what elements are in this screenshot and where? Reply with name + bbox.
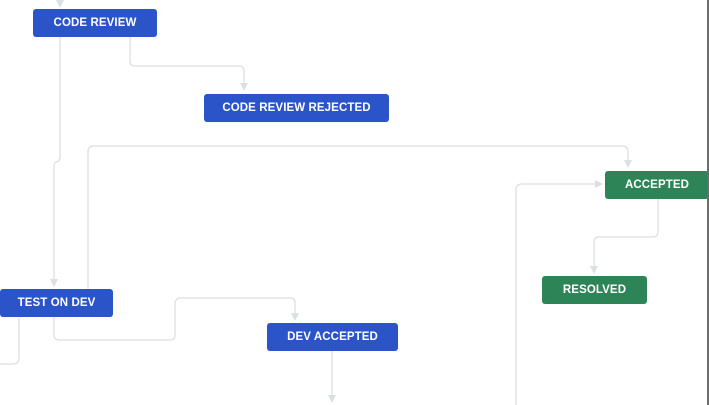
status-label: RESOLVED [562, 284, 627, 296]
status-label: ACCEPTED [624, 179, 690, 191]
connector-accepted-to-resolved [590, 199, 659, 274]
connector-code-review-to-rejected [129, 37, 248, 91]
status-label: DEV ACCEPTED [287, 331, 378, 343]
connector-test-on-dev-to-dev-accepted [53, 297, 299, 341]
status-accepted[interactable]: ACCEPTED [605, 171, 709, 199]
status-resolved[interactable]: RESOLVED [542, 276, 647, 304]
connector-offscreen-left [0, 318, 20, 365]
viewport-edge-divider [707, 0, 709, 405]
connector-test-on-dev-to-accepted [87, 145, 632, 290]
status-code-review[interactable]: CODE REVIEW [33, 9, 157, 37]
status-label: CODE REVIEW [53, 17, 137, 29]
status-label: TEST ON DEV [17, 297, 96, 309]
status-code-review-rejected[interactable]: CODE REVIEW REJECTED [204, 94, 389, 122]
status-dev-accepted[interactable]: DEV ACCEPTED [267, 323, 398, 351]
connector-incoming-accepted [515, 180, 603, 405]
connector-code-review-to-test-on-dev [50, 37, 61, 287]
status-label: CODE REVIEW REJECTED [222, 102, 371, 114]
status-test-on-dev[interactable]: TEST ON DEV [0, 289, 113, 317]
